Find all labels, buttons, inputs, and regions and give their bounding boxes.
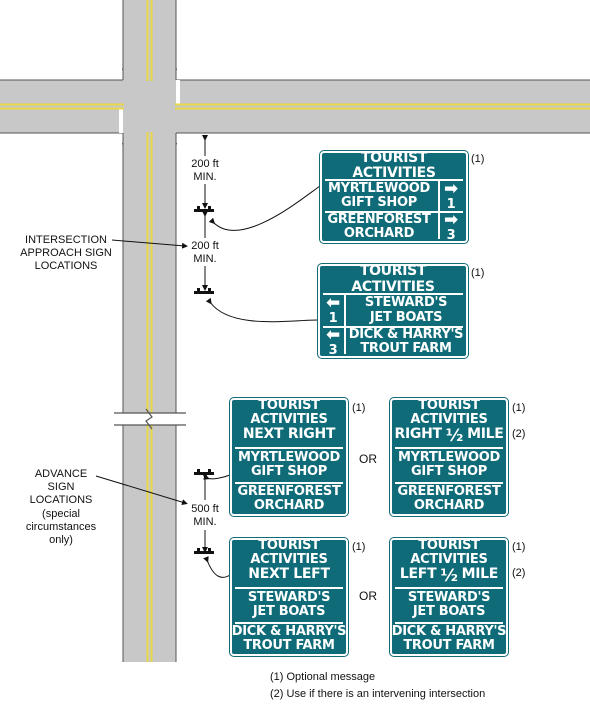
or-separator-2: OR: [359, 589, 377, 603]
intersection-approach-label: INTERSECTION APPROACH SIGN LOCATIONS: [20, 234, 112, 273]
sign-advance-next-left: TOURIST ACTIVITIES NEXT LEFT STEWARD'S J…: [229, 537, 349, 657]
left-arrow-icon: ⬅3: [326, 324, 340, 358]
or-separator-1: OR: [359, 452, 377, 466]
leader-intersection-label: [111, 239, 188, 249]
sign-destination: DICK & HARRY'S TROUT FARM: [231, 623, 347, 653]
sign-destination: STEWARD'S JET BOATS: [364, 295, 448, 325]
connector-sign-2: [205, 297, 319, 323]
footnote-mark-1: (1): [471, 267, 485, 279]
footnote-optional-message: (1) Optional message: [270, 671, 376, 683]
sign-post-2: [194, 288, 214, 294]
sign-post-4: [194, 548, 214, 554]
footnote-mark-2: (2): [512, 428, 526, 440]
footnote-mark-1: (1): [512, 402, 526, 414]
sign-destination: GREENFOREST ORCHARD: [327, 211, 431, 241]
leader-advance-label: [95, 475, 188, 505]
footnote-mark-1: (1): [512, 541, 526, 553]
advance-locations-label: ADVANCE SIGN LOCATIONS (special circumst…: [25, 468, 97, 546]
sign-header: TOURIST ACTIVITIES: [250, 397, 328, 427]
distance-label-2: 200 ft MIN.: [191, 240, 219, 266]
sign-destination: MYRTLEWOOD GIFT SHOP: [237, 449, 341, 479]
sign-intersection-right: TOURIST ACTIVITIES MYRTLEWOOD GIFT SHOP …: [319, 149, 469, 244]
footnote-intervening-intersection: (2) Use if there is an intervening inter…: [270, 688, 486, 700]
sign-destination: DICK & HARRY'S TROUT FARM: [348, 326, 464, 356]
sign-header: TOURIST ACTIVITIES: [351, 263, 435, 295]
sign-post-3: [194, 469, 214, 475]
connector-sign-1: [208, 185, 321, 231]
sign-subheader: NEXT LEFT: [248, 566, 330, 583]
sign-post-1: [194, 206, 214, 212]
connector-sign-3: [203, 474, 231, 480]
sign-subheader: NEXT RIGHT: [242, 426, 336, 443]
sign-header: TOURIST ACTIVITIES: [250, 537, 328, 567]
footnote-mark-1: (1): [471, 153, 485, 165]
sign-destination: STEWARD'S JET BOATS: [407, 589, 491, 619]
sign-destination: MYRTLEWOOD GIFT SHOP: [397, 449, 501, 479]
sign-destination: MYRTLEWOOD GIFT SHOP: [327, 180, 431, 210]
sign-destination: GREENFOREST ORCHARD: [397, 483, 501, 513]
sign-header: TOURIST ACTIVITIES: [352, 149, 436, 181]
sign-header: TOURIST ACTIVITIES: [410, 537, 488, 567]
sign-destination: DICK & HARRY'S TROUT FARM: [391, 623, 507, 653]
sign-intersection-left: TOURIST ACTIVITIES ⬅1 STEWARD'S JET BOAT…: [317, 263, 469, 359]
sign-destination: STEWARD'S JET BOATS: [247, 589, 331, 619]
distance-label-1: 200 ft MIN.: [191, 158, 219, 184]
right-arrow-icon: ➡3: [444, 209, 458, 243]
left-arrow-icon: ⬅1: [326, 293, 340, 327]
distance-label-3: 500 ft MIN.: [191, 503, 219, 529]
footnote-mark-2: (2): [512, 567, 526, 579]
connector-sign-5: [203, 556, 231, 578]
footnote-mark-1: (1): [352, 541, 366, 553]
sign-header: TOURIST ACTIVITIES: [410, 397, 488, 427]
right-arrow-icon: ➡1: [444, 178, 458, 212]
sign-destination: GREENFOREST ORCHARD: [237, 483, 341, 513]
footnote-mark-1: (1): [352, 402, 366, 414]
sign-advance-next-right: TOURIST ACTIVITIES NEXT RIGHT MYRTLEWOOD…: [229, 397, 349, 517]
